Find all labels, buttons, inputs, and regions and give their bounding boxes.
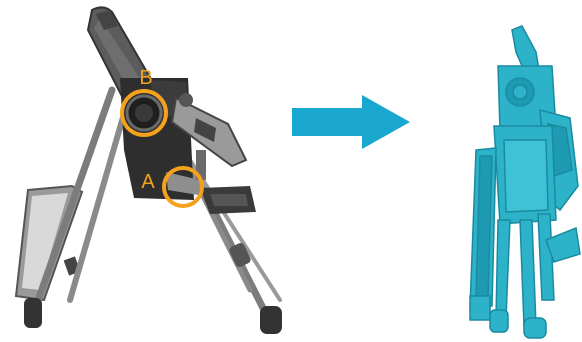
front-foot <box>24 298 42 328</box>
callout-a-ring <box>162 166 204 208</box>
direction-arrow <box>292 95 410 149</box>
high-chair-folded <box>469 25 581 339</box>
label-b: B <box>139 67 152 89</box>
callout-b: B <box>120 67 168 137</box>
rear-wheel <box>260 306 282 334</box>
height-lever <box>166 172 204 196</box>
label-a: A <box>141 171 155 193</box>
armrest <box>170 93 248 168</box>
callout-a: A <box>141 166 204 208</box>
callout-b-ring <box>120 89 168 137</box>
footrest <box>200 186 256 214</box>
